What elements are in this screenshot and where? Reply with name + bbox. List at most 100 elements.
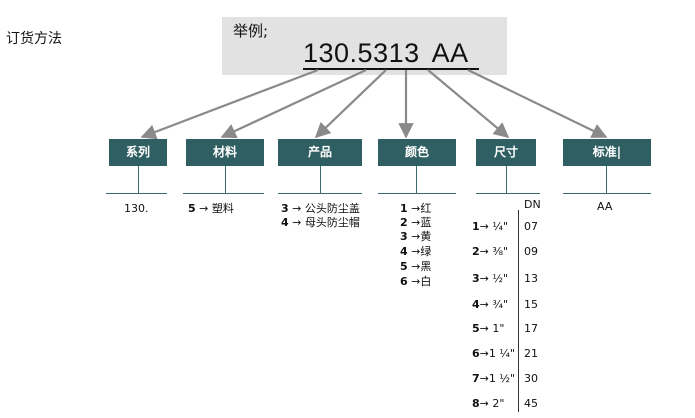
color-option: 6 →白 <box>400 273 431 289</box>
size-option: 2→ ⅜" <box>472 245 508 258</box>
dn-value: 15 <box>524 298 538 311</box>
arrow-glyph: → <box>479 220 489 233</box>
header-standard: 标准| <box>563 139 651 166</box>
header-color: 颜色 <box>378 139 456 166</box>
code-underline <box>303 68 479 70</box>
option-number: 6 <box>400 275 408 288</box>
rule-series <box>106 193 167 194</box>
example-code: 130.5313 AA <box>303 38 469 69</box>
rule-size <box>476 193 540 194</box>
page-title: 订货方法 <box>6 31 62 47</box>
size-option: 3→ ½" <box>472 272 508 285</box>
option-number: 2 <box>472 245 480 258</box>
arrow-glyph: → <box>479 322 489 335</box>
option-text: 公头防尘盖 <box>304 202 360 215</box>
arrow-glyph: → <box>292 216 302 229</box>
arrow-glyph: → <box>411 245 421 258</box>
option-number: 2 <box>400 216 408 229</box>
dn-value: 30 <box>524 372 538 385</box>
color-option: 3 →黄 <box>400 228 431 244</box>
arrow-series <box>140 68 319 140</box>
arrow-glyph: → <box>479 245 489 258</box>
arrow-glyph: → <box>479 397 489 410</box>
stem-standard <box>606 166 607 193</box>
material-option: 5 → 塑料 <box>188 200 234 216</box>
option-number: 7 <box>472 372 480 385</box>
dn-value: 13 <box>524 272 538 285</box>
arrow-standard <box>467 69 608 138</box>
arrow-glyph: → <box>479 347 489 360</box>
size-value: ½" <box>492 272 509 285</box>
option-number: 6 <box>472 347 480 360</box>
size-value: ⅜" <box>492 245 509 258</box>
size-value: ¾" <box>492 298 509 311</box>
dn-value: 09 <box>524 245 538 258</box>
option-number: 8 <box>472 397 480 410</box>
arrow-material <box>220 69 367 139</box>
dn-value: 21 <box>524 347 538 360</box>
option-text: 蓝 <box>420 216 432 229</box>
size-option: 8→ 2" <box>472 397 504 410</box>
arrow-glyph: → <box>479 298 489 311</box>
arrow-glyph: → <box>411 275 421 288</box>
option-text: 绿 <box>420 245 432 258</box>
option-number: 4 <box>400 245 408 258</box>
option-text: 红 <box>420 202 432 215</box>
stem-series <box>138 166 139 193</box>
rule-color <box>378 193 456 194</box>
dn-value: 45 <box>524 397 538 410</box>
size-option: 5→ 1" <box>472 322 504 335</box>
size-option: 1→ ¼" <box>472 220 508 233</box>
header-product: 产品 <box>278 139 362 166</box>
size-value: 1 ½" <box>488 372 516 385</box>
example-label: 举例; <box>233 22 269 40</box>
rule-standard <box>563 193 651 194</box>
size-option: 4→ ¾" <box>472 298 508 311</box>
arrow-glyph: → <box>411 230 421 243</box>
product-option: 3 → 公头防尘盖 <box>281 200 360 216</box>
size-value: 1" <box>492 322 505 335</box>
size-option: 7→1 ½" <box>472 372 515 385</box>
option-text: 白 <box>420 275 432 288</box>
header-size: 尺寸 <box>476 139 536 166</box>
size-value: 1 ¼" <box>488 347 516 360</box>
option-text: 黄 <box>420 230 432 243</box>
size-option: 6→1 ¼" <box>472 347 515 360</box>
series-value: 130. <box>124 202 149 215</box>
option-number: 5 <box>188 202 196 215</box>
arrow-size <box>427 69 510 138</box>
option-number: 1 <box>400 202 408 215</box>
stem-color <box>416 166 417 193</box>
arrow-glyph: → <box>199 202 209 215</box>
dn-value: 07 <box>524 220 538 233</box>
size-value: 2" <box>492 397 505 410</box>
option-text: 塑料 <box>211 202 234 215</box>
color-option: 5 →黑 <box>400 258 431 274</box>
option-number: 5 <box>400 260 408 273</box>
option-number: 5 <box>472 322 480 335</box>
dn-header: DN <box>524 198 541 211</box>
stem-product <box>320 166 321 193</box>
dn-value: 17 <box>524 322 538 335</box>
color-option: 1 →红 <box>400 200 431 216</box>
header-material: 材料 <box>186 139 264 166</box>
stem-material <box>225 166 226 193</box>
option-number: 4 <box>472 298 480 311</box>
size-value: ¼" <box>492 220 509 233</box>
example-code-right: AA <box>431 38 469 68</box>
header-series: 系列 <box>109 139 167 166</box>
rule-material <box>183 193 264 194</box>
option-number: 1 <box>472 220 480 233</box>
example-box <box>222 17 507 75</box>
size-divider <box>518 210 519 412</box>
option-number: 3 <box>472 272 480 285</box>
arrow-glyph: → <box>479 372 489 385</box>
arrow-glyph: → <box>479 272 489 285</box>
example-code-left: 130.5313 <box>303 38 420 68</box>
stem-size <box>506 166 507 193</box>
option-number: 3 <box>400 230 408 243</box>
option-text: 母头防尘帽 <box>304 216 360 229</box>
color-option: 2 →蓝 <box>400 214 431 230</box>
arrow-glyph: → <box>411 260 421 273</box>
